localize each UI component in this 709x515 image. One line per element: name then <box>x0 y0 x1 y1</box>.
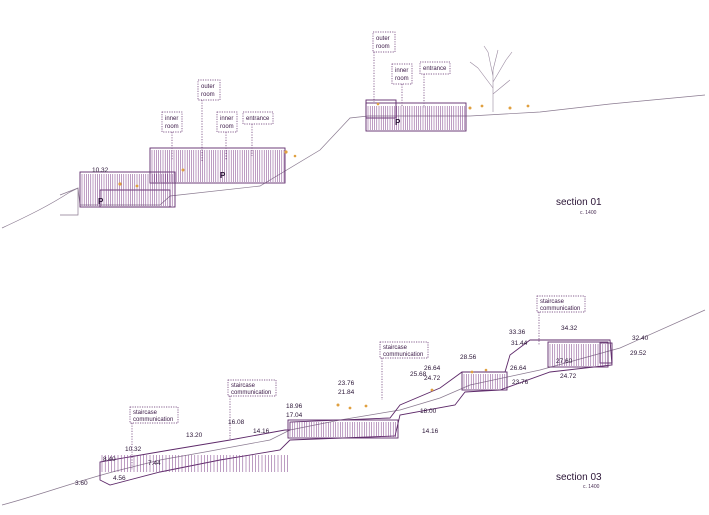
people-figures <box>118 102 530 188</box>
svg-text:staircase: staircase <box>540 299 565 305</box>
svg-text:outer: outer <box>201 84 215 90</box>
tag-staircase-1: staircase communication <box>129 406 179 470</box>
svg-text:inner: inner <box>395 68 408 74</box>
tag-inner-room-b: inner room <box>216 111 238 160</box>
tree-icon <box>469 45 513 112</box>
section-03: staircase communication staircase commun… <box>1 295 706 506</box>
building-block-right: P <box>365 99 467 132</box>
elevation-label: 16.08 <box>228 419 245 426</box>
elevation-label: 24.72 <box>424 375 441 382</box>
elevation-label: 7.44 <box>148 460 161 467</box>
tag-outer-room-a: outer room <box>197 79 221 162</box>
svg-text:communication: communication <box>383 352 423 358</box>
svg-text:staircase: staircase <box>231 383 256 389</box>
elevation-label: 10.32 <box>125 446 142 453</box>
section-03-scale: c. 1400 <box>583 484 600 490</box>
elevation-label: 17.04 <box>286 412 303 419</box>
elevation-label: 29.52 <box>630 350 647 357</box>
elevation-label: 24.72 <box>560 373 577 380</box>
svg-text:outer: outer <box>376 36 390 42</box>
tag-entrance-b: entrance <box>419 61 451 108</box>
elevation-label: 26.64 <box>424 365 441 372</box>
svg-text:room: room <box>376 44 390 50</box>
elevation-labels-03: 3.60 4.56 7.44 8.40 10.32 13.20 16.08 14… <box>75 325 649 487</box>
tag-staircase-2: staircase communication <box>227 379 277 440</box>
stepped-building-03 <box>99 339 613 486</box>
building-block-left: P P <box>79 147 286 208</box>
elevation-label: 27.60 <box>556 358 573 365</box>
elevation-label: 26.64 <box>510 365 527 372</box>
parking-mark: P <box>98 197 104 206</box>
elevation-label: 3.60 <box>75 480 88 487</box>
elevation-label: 34.32 <box>561 325 578 332</box>
elevation-label: 14.16 <box>253 428 270 435</box>
elevation-label: 31.44 <box>511 340 528 347</box>
elevation-label: 4.56 <box>113 475 126 482</box>
svg-text:entrance: entrance <box>246 116 270 122</box>
tag-inner-room-a: inner room <box>161 111 183 160</box>
section-01: P P P inner room <box>1 31 706 229</box>
tag-entrance-a: entrance <box>242 111 274 156</box>
svg-text:inner: inner <box>220 116 233 122</box>
elevation-label: 8.40 <box>103 456 116 463</box>
elevation-label: 32.40 <box>632 335 649 342</box>
tag-staircase-3: staircase communication <box>379 341 429 400</box>
retaining-wall-01 <box>59 187 79 216</box>
svg-text:entrance: entrance <box>423 66 447 72</box>
parking-mark: P <box>395 118 401 127</box>
parking-mark: P <box>220 171 226 180</box>
svg-text:staircase: staircase <box>383 345 408 351</box>
svg-text:communication: communication <box>133 417 173 423</box>
elevation-label: 14.16 <box>422 428 439 435</box>
elevation-label: 13.20 <box>186 432 203 439</box>
tag-outer-room-b: outer room <box>372 31 396 102</box>
svg-text:room: room <box>165 124 179 130</box>
elevation-label: 18.00 <box>420 408 437 415</box>
section-01-title: section 01 <box>556 197 602 208</box>
elevation-label: 25.68 <box>410 371 427 378</box>
svg-text:room: room <box>395 76 409 82</box>
tag-inner-room-c: inner room <box>391 63 413 106</box>
section-01-scale: c. 1400 <box>580 210 597 216</box>
elevation-label: 18.96 <box>286 403 303 410</box>
svg-text:staircase: staircase <box>133 410 158 416</box>
section-03-title: section 03 <box>556 472 602 483</box>
tag-staircase-4: staircase communication <box>536 295 586 345</box>
svg-text:inner: inner <box>165 116 178 122</box>
elevation-label: 23.76 <box>338 380 355 387</box>
people-figures-03 <box>336 368 488 410</box>
elevation-label: 10.32 <box>92 167 109 174</box>
elevation-label: 28.56 <box>460 354 477 361</box>
elevation-label: 33.36 <box>509 329 526 336</box>
svg-text:communication: communication <box>540 306 580 312</box>
svg-text:communication: communication <box>231 390 271 396</box>
elevation-label: 23.76 <box>512 379 529 386</box>
svg-text:room: room <box>220 124 234 130</box>
terrain-line-01 <box>1 94 706 229</box>
elevation-label: 21.84 <box>338 389 355 396</box>
svg-text:room: room <box>201 92 215 98</box>
